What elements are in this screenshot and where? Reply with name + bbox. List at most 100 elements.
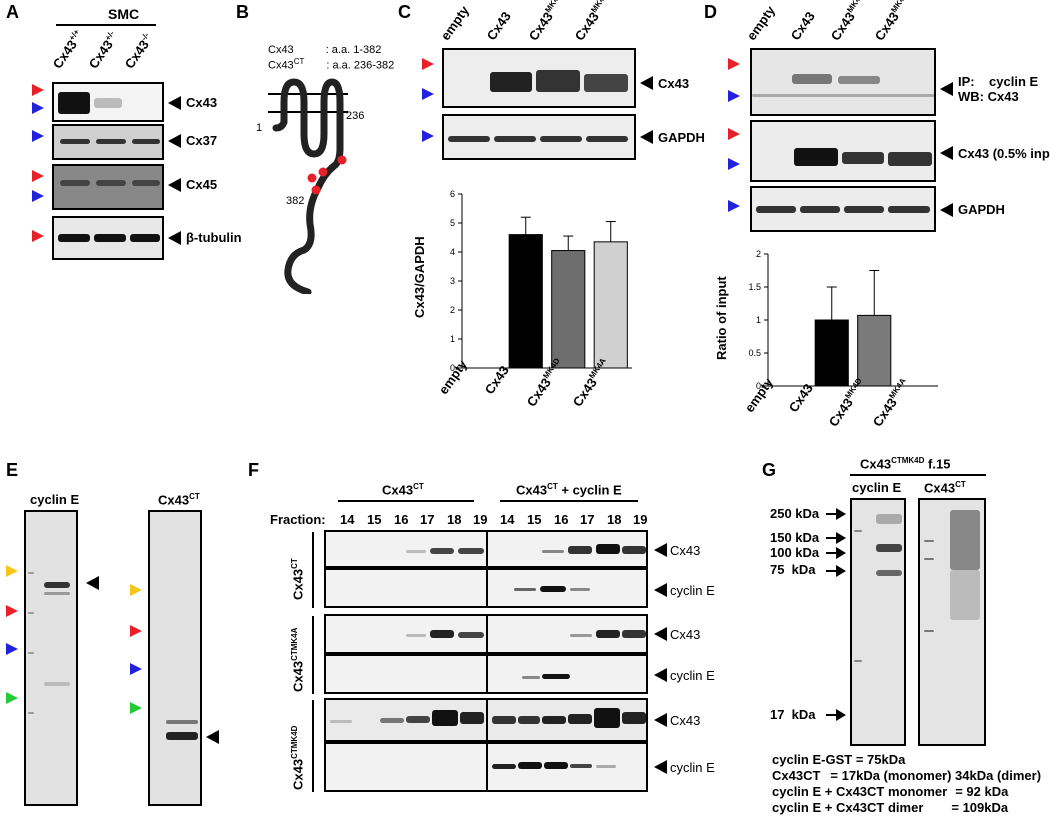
panel-g-legend-3: cyclin E + Cx43CT monomer= 92 kDa — [772, 784, 1009, 799]
band — [622, 546, 646, 554]
band — [44, 592, 70, 595]
fraction-number: 15 — [527, 512, 542, 527]
blue-arrowhead — [422, 88, 434, 100]
band — [876, 570, 902, 576]
band — [854, 530, 862, 532]
red-arrowhead — [728, 128, 740, 140]
blue-arrowhead — [32, 130, 44, 142]
panel-e-gel2-title: Cx43CT — [158, 492, 200, 508]
band — [844, 206, 884, 213]
band — [792, 74, 832, 84]
band — [540, 586, 566, 592]
panel-d-bar-chart: 00.511.52 — [748, 249, 938, 391]
panel-label-a: A — [6, 2, 19, 22]
panel-g-marker-100: 100 kDa — [770, 545, 820, 560]
blue-arrowhead — [6, 643, 18, 655]
panel-f-row1-cyclin-blot — [324, 568, 648, 608]
band — [854, 660, 862, 662]
panel-label-d: D — [704, 2, 717, 22]
band — [888, 206, 930, 213]
panel-g-legend-2: Cx43CT= 17kDa (monomer) 34kDa (dimer) — [772, 768, 1042, 783]
panel-a-blot-cx43 — [52, 82, 164, 122]
pointer-arrowhead — [168, 96, 181, 110]
band — [522, 676, 540, 679]
band — [756, 206, 796, 213]
pointer-arrowhead — [654, 713, 667, 727]
panel-f-row3-cyclin-blot — [324, 742, 648, 792]
y-tick-label: 3 — [450, 276, 455, 286]
panel-a-label-cx45: Cx45 — [186, 177, 218, 192]
panel-a-blot-tubulin — [52, 216, 164, 260]
band — [542, 550, 564, 553]
lane-divider — [486, 700, 488, 740]
band — [448, 136, 490, 142]
panel-label-f: F — [248, 460, 259, 480]
panel-b-label-1: 1 — [256, 122, 263, 134]
panel-f-row-bracket — [312, 616, 314, 694]
band — [380, 718, 404, 723]
band — [594, 708, 620, 728]
fraction-number: 17 — [420, 512, 435, 527]
panel-a-blot-cx45 — [52, 164, 164, 210]
panel-a-lane-1: Cx43+/+ — [49, 27, 82, 72]
protein-chain — [280, 78, 344, 294]
band — [794, 148, 838, 166]
panel-f-row2-cyclin-blot — [324, 654, 648, 694]
panel-f-row-bracket — [312, 532, 314, 608]
band — [570, 634, 592, 637]
panel-f-group1: Cx43CT — [382, 482, 424, 498]
band — [596, 630, 620, 638]
panel-c-label-cx43: Cx43 — [658, 76, 690, 91]
marker-arrow — [826, 565, 846, 577]
band — [492, 716, 516, 724]
red-arrowhead — [728, 58, 740, 70]
band — [570, 764, 592, 768]
y-tick-label: 5 — [450, 218, 455, 228]
band — [406, 634, 426, 637]
band — [950, 510, 980, 570]
band — [622, 712, 646, 724]
band — [570, 588, 590, 591]
panel-d-ylabel: Ratio of input — [714, 276, 729, 360]
band — [518, 716, 540, 724]
panel-g-gel2-title: Cx43CT — [924, 480, 966, 496]
panel-a-label-tubulin: β-tubulin — [186, 230, 242, 245]
panel-d-label-wb: WB: Cx43 — [958, 89, 1019, 104]
panel-f-row3-cx43-blot — [324, 698, 648, 742]
band — [542, 674, 570, 679]
band — [568, 546, 592, 554]
panel-f-row-bracket — [312, 700, 314, 792]
panel-d-lane-2: Cx43 — [787, 8, 818, 43]
band — [96, 139, 126, 144]
panel-label-b: B — [236, 2, 249, 22]
marker-arrow — [826, 547, 846, 559]
red-arrowhead — [32, 84, 44, 96]
panel-f-group2-line — [500, 500, 638, 502]
pointer-arrowhead — [86, 576, 99, 590]
pointer-arrowhead — [940, 146, 953, 160]
panel-g-gel-cx43ct — [918, 498, 986, 746]
panel-d-blot-input — [750, 120, 936, 182]
fraction-number: 18 — [607, 512, 622, 527]
panel-f-row2-label: Cx43CTMK4A — [290, 627, 306, 692]
panel-f-group2: Cx43CT + cyclin E — [516, 482, 622, 498]
y-tick-label: 4 — [450, 247, 455, 257]
band — [330, 720, 352, 723]
panel-c-lane-4: Cx43MK4A — [571, 0, 610, 44]
panel-d-blot-ip — [750, 48, 936, 116]
band — [924, 540, 934, 542]
panel-f-label-cyclin: cyclin E — [670, 668, 715, 683]
panel-d-label-gapdh: GAPDH — [958, 202, 1005, 217]
red-arrowhead — [6, 605, 18, 617]
panel-a-label-cx43: Cx43 — [186, 95, 218, 110]
band — [924, 558, 934, 560]
panel-d-lane-4: Cx43MK4A — [871, 0, 910, 44]
blue-arrowhead — [32, 190, 44, 202]
panel-c-ylabel: Cx43/GAPDH — [412, 236, 427, 318]
panel-a-label-cx37: Cx37 — [186, 133, 218, 148]
phospho-site — [318, 167, 328, 177]
panel-f-label-cx43: Cx43 — [670, 713, 701, 728]
band — [596, 765, 616, 768]
fraction-number: 15 — [367, 512, 382, 527]
